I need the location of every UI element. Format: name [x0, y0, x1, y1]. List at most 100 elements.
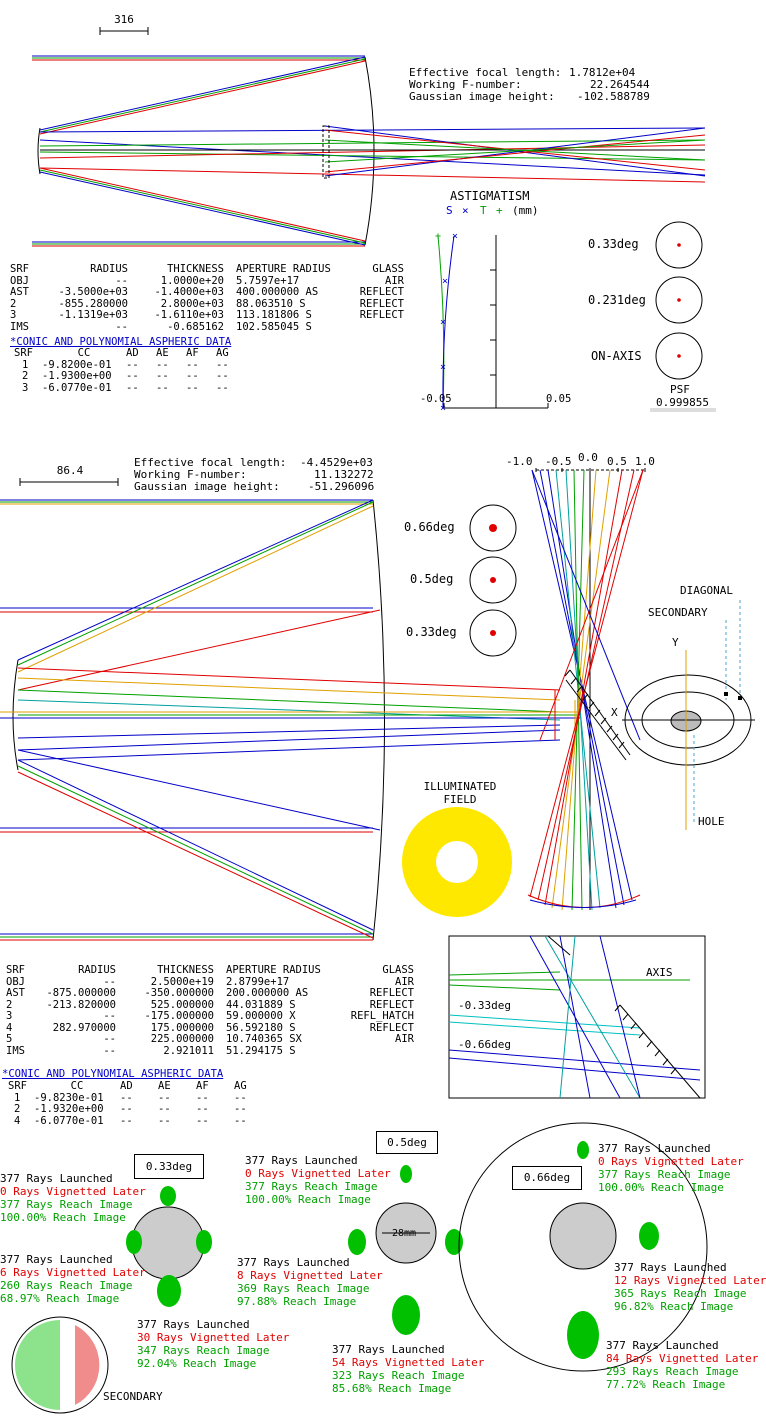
g3c-launched: 377 Rays Launched — [606, 1339, 719, 1352]
g2c-reach: 323 Rays Reach Image — [332, 1369, 465, 1382]
g2b-launched: 377 Rays Launched — [237, 1256, 350, 1269]
top-ray-diagram — [32, 27, 706, 247]
astig-legend-p: + — [496, 204, 503, 217]
diagonal-diagram — [622, 600, 755, 830]
table-row: 2-1.9300e+00-------- — [22, 370, 229, 382]
col-thickness: THICKNESS — [167, 263, 224, 275]
g1a-pct: 100.00% Reach Image — [0, 1211, 126, 1224]
g1c-launched: 377 Rays Launched — [137, 1318, 250, 1331]
mid-gih-value: -51.296096 — [308, 480, 375, 493]
g1-deg-box: 0.33deg — [134, 1154, 204, 1179]
diagonal-label: DIAGONAL — [680, 584, 733, 597]
astig-legend-s: S — [446, 204, 453, 217]
g2-size-label: 28mm — [392, 1228, 417, 1239]
svg-text:×: × — [440, 362, 446, 373]
illum-title-1: ILLUMINATED — [423, 780, 497, 793]
g1a-vignetted: 0 Rays Vignetted Later — [0, 1185, 146, 1198]
table-row: 4-6.0770e-01-------- — [14, 1114, 247, 1127]
axis-tick-neg05: -0.5 — [545, 455, 572, 468]
top-gih-value: -102.588789 — [577, 90, 650, 103]
mid-ray-diagram — [0, 478, 580, 941]
g3-deg-box: 0.66deg — [512, 1166, 582, 1190]
table-row: 3-6.0770e-01-------- — [22, 381, 229, 394]
col-radius: RADIUS — [90, 263, 128, 275]
top-wfn-value: 22.264544 — [590, 78, 650, 91]
col-srf: SRF — [10, 263, 29, 275]
g3a-reach: 377 Rays Reach Image — [598, 1168, 731, 1181]
g2a-launched: 377 Rays Launched — [245, 1154, 358, 1167]
x-axis-label: X — [611, 706, 618, 719]
psf-label-0231: 0.231deg — [588, 293, 646, 307]
g3b-reach: 365 Rays Reach Image — [614, 1287, 747, 1300]
illum-title-2: FIELD — [443, 793, 477, 806]
mid-scale-label: 86.4 — [56, 464, 84, 477]
top-wfn-label: Working F-number: — [409, 78, 522, 91]
astig-xmin: -0.05 — [420, 393, 452, 405]
astig-xmax: 0.05 — [546, 393, 572, 405]
g1c-pct: 92.04% Reach Image — [137, 1357, 257, 1370]
axis-tick-0: 0.0 — [578, 451, 598, 464]
g2c-pct: 85.68% Reach Image — [332, 1382, 452, 1395]
svg-text:+: + — [435, 231, 441, 242]
axis-tick-05: 0.5 — [607, 455, 627, 468]
table-row: 1-9.8230e-01-------- — [14, 1091, 247, 1104]
inset-neg066-label: -0.66deg — [458, 1038, 511, 1051]
mid-conic-title-link[interactable]: *CONIC AND POLYNOMIAL ASPHERIC DATA — [2, 1068, 224, 1080]
astig-legend-t: T — [480, 204, 487, 217]
inset-axis-label: AXIS — [646, 966, 673, 979]
g3c-pct: 77.72% Reach Image — [606, 1378, 726, 1391]
col-aperture: APERTURE RADIUS — [236, 263, 331, 275]
psf-value: 0.999855 — [656, 396, 709, 409]
bottom-spots — [11, 1122, 708, 1414]
g2a-pct: 100.00% Reach Image — [245, 1193, 371, 1206]
top-efl-label: Effective focal length: — [409, 66, 562, 79]
g3b-launched: 377 Rays Launched — [614, 1261, 727, 1274]
g2b-reach: 369 Rays Reach Image — [237, 1282, 370, 1295]
spot-label-066: 0.66deg — [404, 520, 455, 534]
g1a-launched: 377 Rays Launched — [0, 1172, 113, 1185]
inset-neg033-label: -0.33deg — [458, 999, 511, 1012]
mid-spot-circles — [469, 504, 517, 657]
top-scale-label: 316 — [114, 13, 134, 26]
table-header: SRF RADIUS THICKNESS APERTURE RADIUS GLA… — [10, 263, 404, 276]
g1a-reach: 377 Rays Reach Image — [0, 1198, 133, 1211]
axis-tick-neg1: -1.0 — [506, 455, 533, 468]
g2a-reach: 377 Rays Reach Image — [245, 1180, 378, 1193]
spot-label-05: 0.5deg — [410, 572, 454, 586]
astig-title: ASTIGMATISM — [450, 189, 530, 203]
psf-circles — [650, 221, 716, 412]
svg-text:×: × — [440, 403, 446, 414]
psf-label-onaxis: ON-AXIS — [591, 349, 642, 363]
g2b-vignetted: 8 Rays Vignetted Later — [237, 1269, 383, 1282]
g2-deg-box: 0.5deg — [376, 1131, 438, 1154]
mid-efl-value: -4.4529e+03 — [300, 456, 373, 469]
top-efl-value: 1.7812e+04 — [569, 66, 636, 79]
g1b-vignetted: 6 Rays Vignetted Later — [0, 1266, 146, 1279]
illuminated-field-donut — [402, 807, 512, 917]
table-row: 1-9.8200e-01-------- — [22, 358, 229, 371]
mid-efl-label: Effective focal length: — [134, 456, 287, 469]
top-conic-title-link[interactable]: *CONIC AND POLYNOMIAL ASPHERIC DATA — [10, 336, 232, 348]
g1b-pct: 68.97% Reach Image — [0, 1292, 120, 1305]
mid-wfn-value: 11.132272 — [314, 468, 374, 481]
g3c-vignetted: 84 Rays Vignetted Later — [606, 1352, 759, 1365]
secondary-label: SECONDARY — [648, 606, 708, 619]
g3a-launched: 377 Rays Launched — [598, 1142, 711, 1155]
mid-wfn-label: Working F-number: — [134, 468, 247, 481]
top-gih-label: Gaussian image height: — [409, 90, 555, 103]
